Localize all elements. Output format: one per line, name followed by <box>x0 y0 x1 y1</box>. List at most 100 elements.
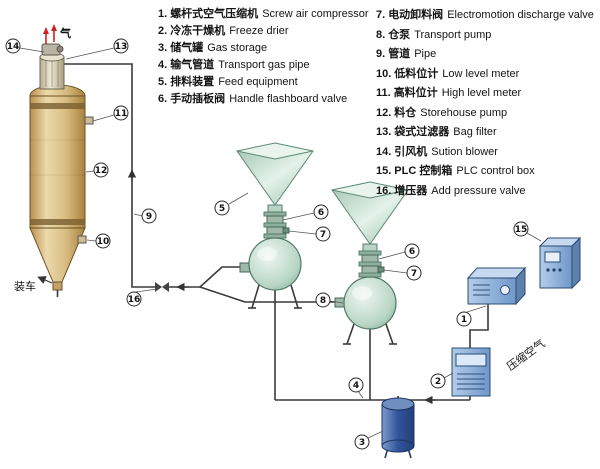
legend-number: 3. <box>158 42 168 54</box>
legend-en: Transport pump <box>414 28 492 41</box>
svg-text:3: 3 <box>359 438 365 448</box>
callout-6a: 6 <box>282 204 329 221</box>
legend-zh: 袋式过滤器 <box>394 126 450 138</box>
legend-zh: 仓泵 <box>388 28 411 41</box>
legend-en: Pipe <box>414 48 437 60</box>
feed-hopper-1 <box>236 142 314 239</box>
svg-text:12: 12 <box>95 166 108 176</box>
legend-en: Transport gas pipe <box>218 59 310 71</box>
drier-panel <box>455 353 487 367</box>
legend-zh: 低料位计 <box>394 67 439 80</box>
svg-text:10: 10 <box>97 237 110 247</box>
callout-4: 4 <box>348 377 364 399</box>
svg-text:7: 7 <box>411 269 417 279</box>
suction-blower <box>41 43 64 56</box>
legend-number: 9. <box>376 48 386 60</box>
legend-zh: 引风机 <box>394 145 428 158</box>
callout-13: 13 <box>65 38 129 60</box>
legend-number: 7. <box>376 9 386 21</box>
callout-7a: 7 <box>288 226 331 242</box>
legend-zh: 高料位计 <box>393 87 438 99</box>
legend-number: 10. <box>376 67 392 80</box>
callout-8: 8 <box>315 292 344 308</box>
legend-zh: 管道 <box>388 48 411 60</box>
pump2-vessel <box>343 276 397 330</box>
flange <box>263 233 287 239</box>
svg-text:7: 7 <box>320 230 326 240</box>
legend-en: Electromotion discharge valve <box>447 9 594 21</box>
plc-display <box>544 251 561 263</box>
svg-text:15: 15 <box>515 225 528 235</box>
flange <box>263 222 287 228</box>
silo-body <box>29 95 86 229</box>
callout-3: 3 <box>354 430 384 450</box>
legend-en: Add pressure valve <box>431 184 526 197</box>
hopper1-neck <box>267 204 283 213</box>
callout-5: 5 <box>214 192 249 216</box>
loading-arrow <box>37 276 53 284</box>
callout-11: 11 <box>92 105 129 122</box>
pump1-outlet-pipe <box>199 266 240 288</box>
compressed-air-label: 压缩空气 <box>504 336 548 373</box>
legend-zh: 储气罐 <box>170 42 204 54</box>
svg-text:9: 9 <box>146 212 152 222</box>
plc-control-box <box>502 236 582 293</box>
legend-number: 12. <box>376 106 392 119</box>
legend-en: Freeze drier <box>229 25 289 37</box>
legend-number: 16. <box>376 184 392 197</box>
gas-exhaust-arrows <box>43 24 57 44</box>
legend-zh: 电动卸料阀 <box>388 9 444 21</box>
svg-text:2: 2 <box>435 377 441 387</box>
legend-number: 13. <box>376 126 392 138</box>
flange <box>358 272 382 278</box>
manual-flashboard-valve-2 <box>361 254 379 263</box>
legend-number: 4. <box>158 59 168 71</box>
callout-12: 12 <box>85 162 109 178</box>
legend-number: 15. <box>376 165 392 177</box>
valve1-actuator <box>282 227 290 234</box>
compressor-gauge <box>500 285 510 295</box>
legend-number: 8. <box>376 28 386 41</box>
legend-en: Feed equipment <box>218 76 298 88</box>
legend-zh: 料仓 <box>394 106 417 119</box>
feed-hopper-2 <box>331 181 409 278</box>
compressor-drier-pipe <box>469 304 489 348</box>
gas-label: 气 <box>59 26 71 40</box>
callout-1: 1 <box>456 305 487 327</box>
low-level-meter <box>77 235 87 244</box>
transport-pump-1 <box>239 237 302 309</box>
legend-number: 2. <box>158 25 168 37</box>
callout-9: 9 <box>133 208 157 224</box>
legend-zh: 手动插板阀 <box>170 93 226 105</box>
silo-outlet <box>52 281 63 291</box>
hopper1-rim <box>236 142 314 160</box>
pump2-outlet-pipe <box>199 286 335 303</box>
legend-en: Screw air compressor <box>262 8 369 20</box>
svg-text:5: 5 <box>219 204 225 214</box>
legend-en: Gas storage <box>207 42 268 54</box>
legend-zh: 输气管道 <box>170 59 215 71</box>
legend-number: 6. <box>158 93 168 105</box>
svg-text:1: 1 <box>461 315 467 325</box>
legend-zh: 增压器 <box>394 184 428 197</box>
callout-6b: 6 <box>378 243 420 260</box>
silo-band-bottom <box>30 219 85 225</box>
silo-band-top <box>30 103 85 109</box>
booster-valve <box>155 282 169 292</box>
legend-en: Bag filter <box>453 126 497 138</box>
